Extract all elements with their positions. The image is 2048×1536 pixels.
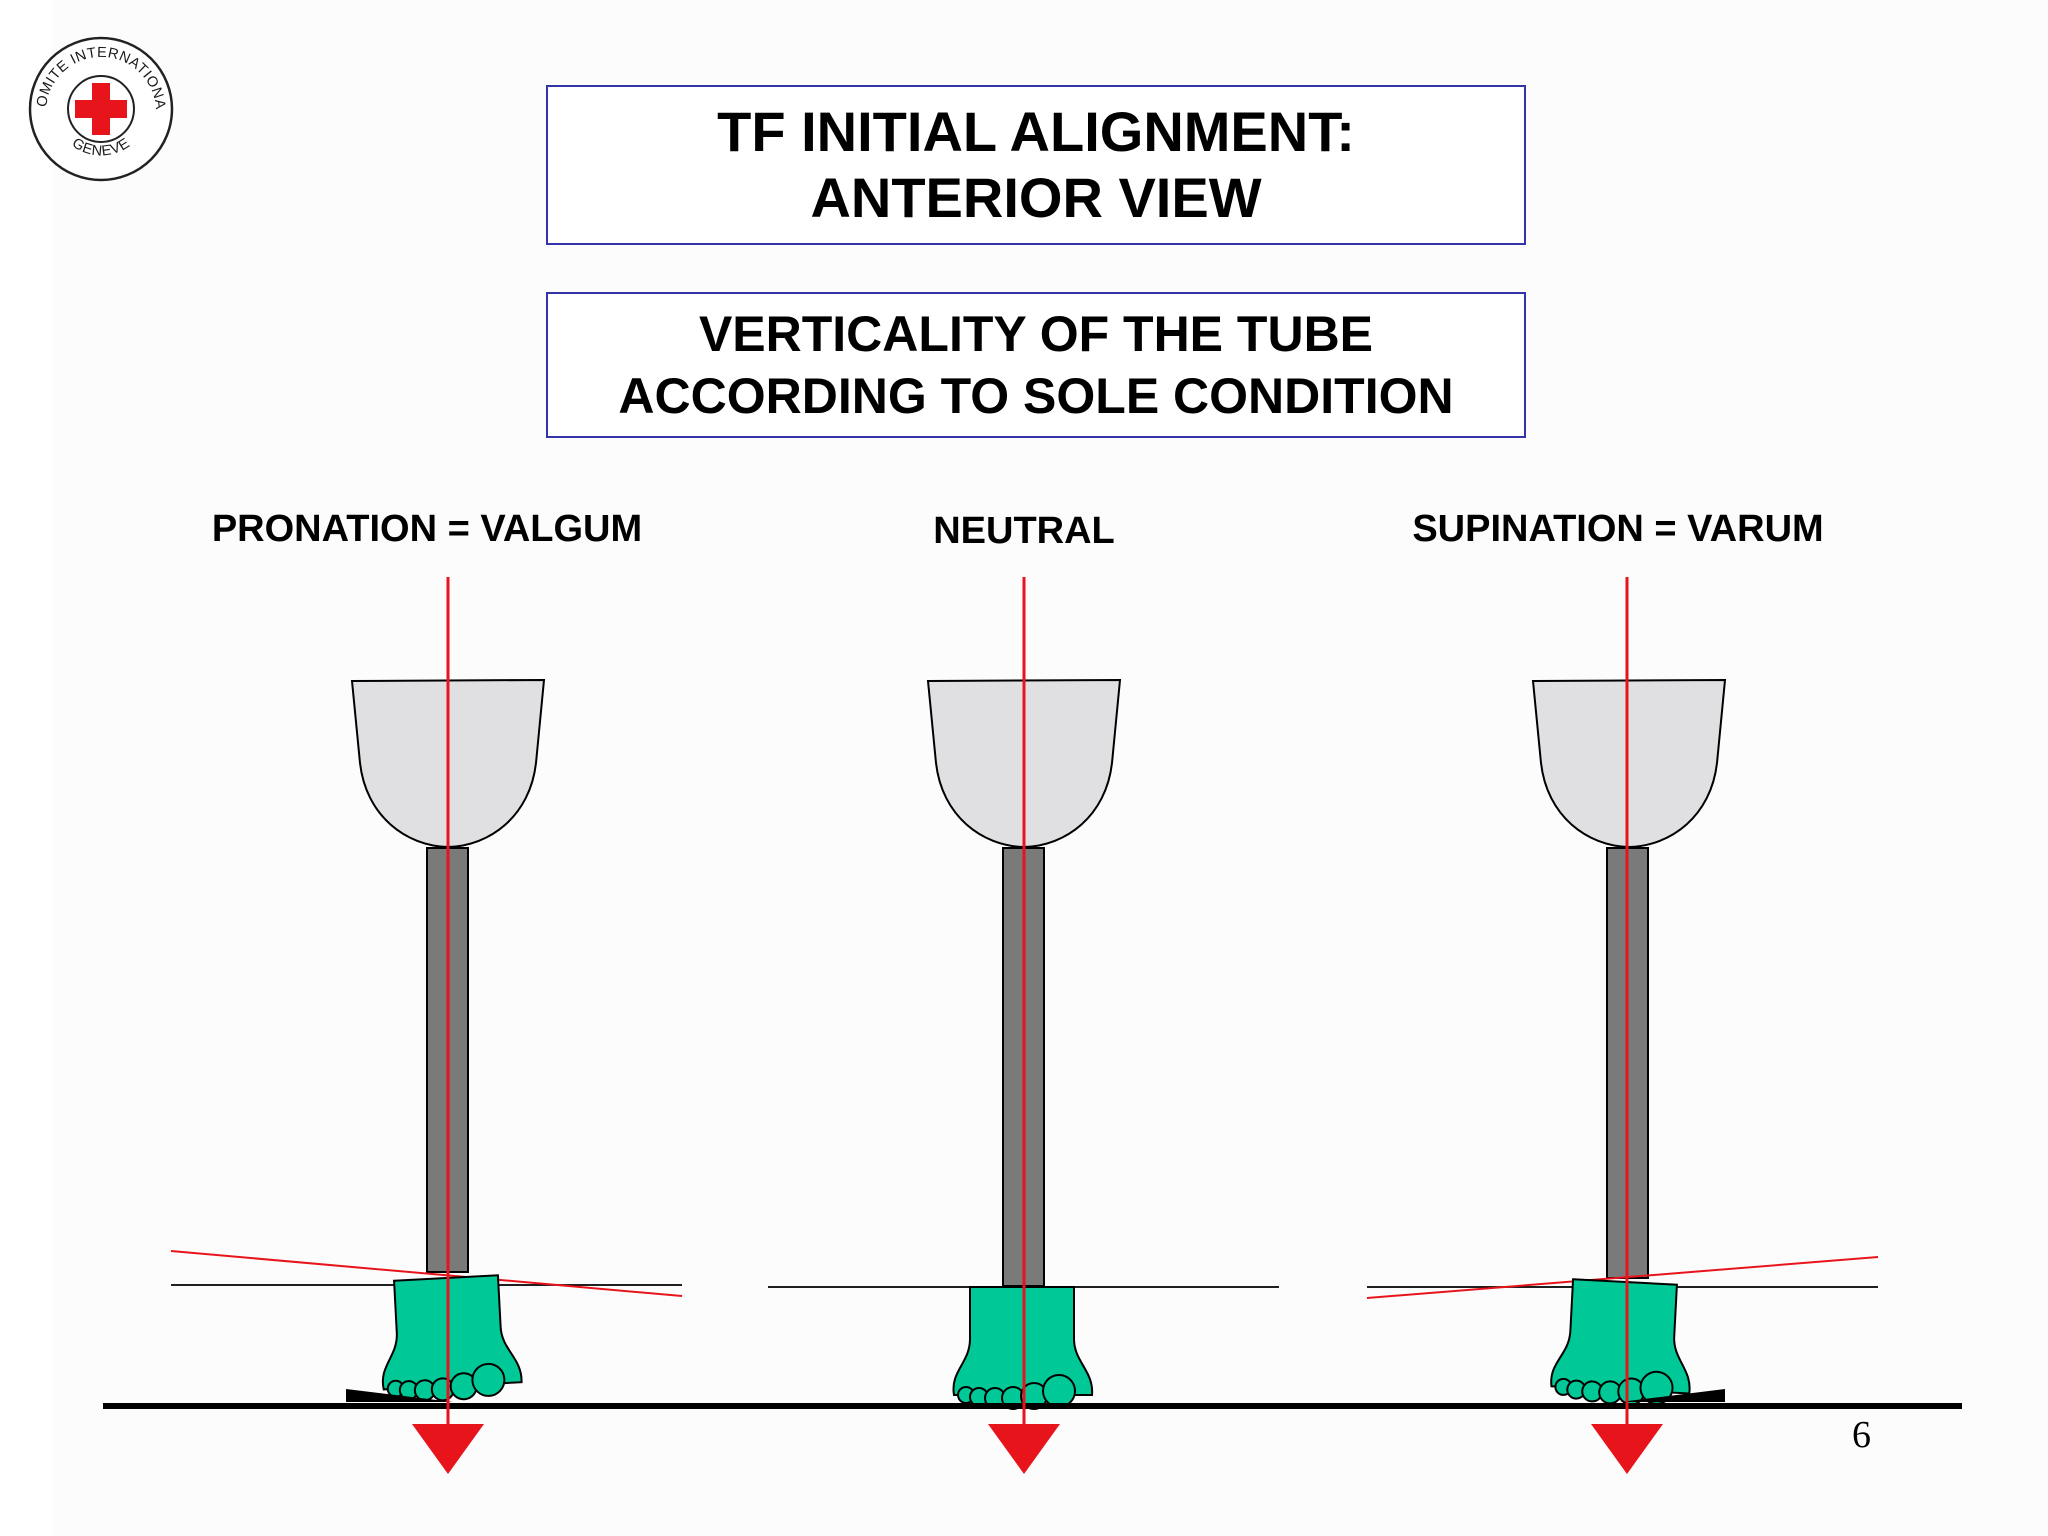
- label-supination: SUPINATION = VARUM: [1412, 508, 1824, 550]
- arrow-down-icon: [412, 1424, 484, 1474]
- icrc-logo: COMITE INTERNATIONAL GENEVE: [26, 34, 174, 182]
- subtitle-line-2: ACCORDING TO SOLE CONDITION: [618, 368, 1454, 424]
- load-line-supination: [1591, 577, 1663, 1474]
- label-pronation: PRONATION = VALGUM: [211, 508, 643, 550]
- title-box: TF INITIAL ALIGNMENT: ANTERIOR VIEW: [546, 85, 1526, 245]
- wedge-sole: [1620, 1389, 1725, 1402]
- knee-axis-line: [170, 1250, 683, 1297]
- label-neutral: NEUTRAL: [933, 510, 1115, 552]
- knee-axis-line: [1366, 1256, 1879, 1299]
- title-line-1: TF INITIAL ALIGNMENT:: [717, 100, 1355, 163]
- subtitle-line-1: VERTICALITY OF THE TUBE: [698, 306, 1374, 362]
- arrow-down-icon: [1591, 1424, 1663, 1474]
- prosthetic-foot: [1549, 1277, 1697, 1409]
- page-number: 6: [1852, 1414, 1871, 1456]
- title-line-2: ANTERIOR VIEW: [810, 166, 1262, 229]
- load-line-pronation: [412, 577, 484, 1474]
- red-cross-icon: [75, 83, 127, 135]
- subtitle-box: VERTICALITY OF THE TUBE ACCORDING TO SOL…: [546, 292, 1526, 438]
- load-line-neutral: [988, 577, 1060, 1474]
- panel-supination: [1366, 679, 1879, 1409]
- arrow-down-icon: [988, 1424, 1060, 1474]
- wedge-sole: [346, 1389, 453, 1402]
- socket: [1532, 679, 1726, 848]
- panel-pronation: [170, 679, 683, 1405]
- prosthetic-foot: [376, 1273, 524, 1405]
